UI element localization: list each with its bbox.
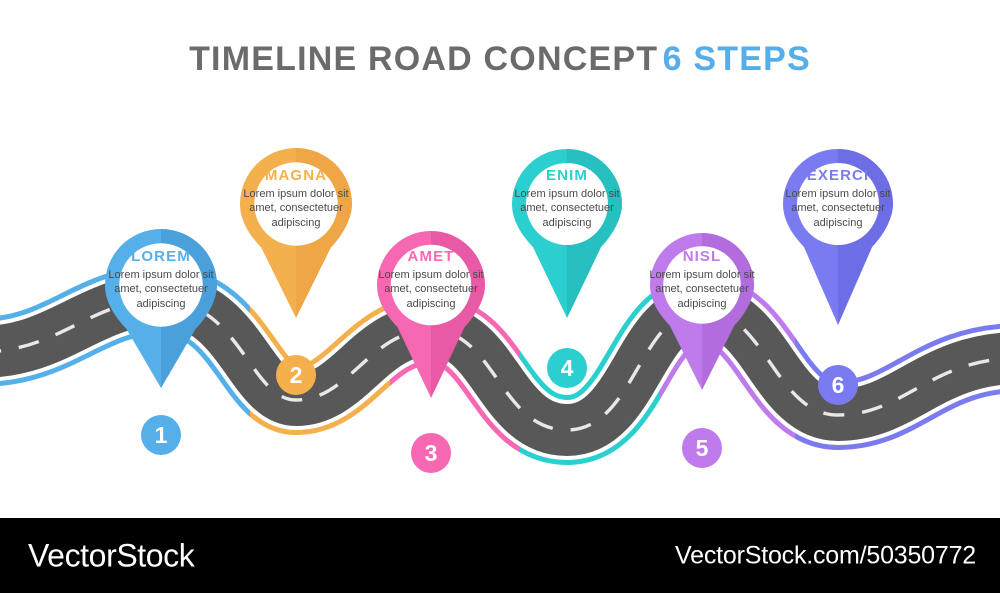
step-badge-6[interactable] bbox=[818, 365, 858, 405]
watermark-url: VectorStock.com/50350772 bbox=[675, 541, 976, 569]
step-badge-4[interactable] bbox=[547, 348, 587, 388]
map-pin-6[interactable] bbox=[783, 148, 899, 331]
map-pin-5[interactable] bbox=[650, 233, 760, 396]
map-pin-disc-5 bbox=[663, 246, 741, 324]
map-pin-disc-2 bbox=[254, 162, 338, 246]
map-pin-disc-4 bbox=[526, 163, 608, 245]
map-pin-disc-6 bbox=[797, 163, 879, 245]
step-badge-5[interactable] bbox=[682, 428, 722, 468]
map-pin-disc-1 bbox=[119, 243, 203, 327]
watermark-bar: VectorStock VectorStock.com/50350772 bbox=[0, 518, 1000, 593]
step-badge-3[interactable] bbox=[411, 433, 451, 473]
step-badge-2[interactable] bbox=[276, 355, 316, 395]
map-pin-4[interactable] bbox=[512, 149, 628, 324]
badge-layer bbox=[141, 348, 858, 473]
step-badge-1[interactable] bbox=[141, 415, 181, 455]
watermark-brand: VectorStock bbox=[28, 537, 195, 573]
map-pin-2[interactable] bbox=[240, 148, 358, 324]
map-pin-disc-3 bbox=[390, 244, 472, 326]
map-pin-1[interactable] bbox=[105, 229, 223, 394]
map-pin-3[interactable] bbox=[377, 231, 491, 404]
